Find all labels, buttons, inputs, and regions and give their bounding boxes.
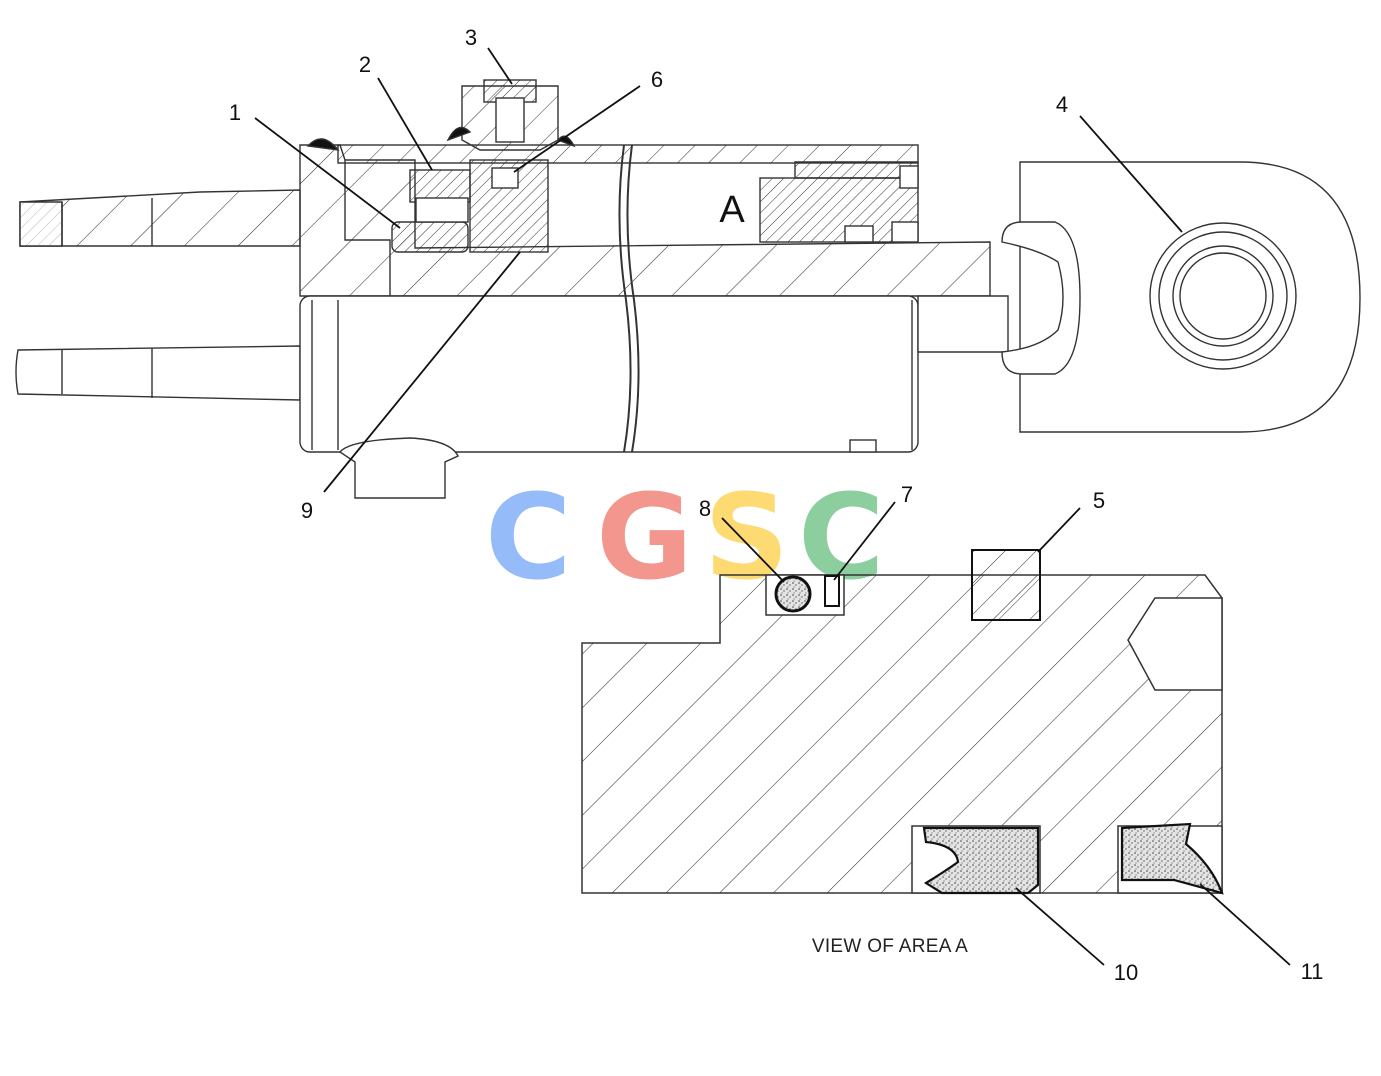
- cylinder-assembly: [15, 79, 991, 499]
- rod-eye: [917, 161, 1361, 433]
- seal-11: [1120, 822, 1224, 895]
- cylinder-barrel: [299, 295, 919, 453]
- callout-7: 7: [901, 482, 913, 507]
- gland-nut: [469, 159, 549, 253]
- o-ring-8: [774, 575, 812, 613]
- detail-body: [581, 574, 1223, 894]
- callout-10: 10: [1114, 960, 1138, 985]
- callout-numbers: 1 2 3 4 5 6 7 8 9 10 11: [229, 25, 1324, 985]
- callout-3: 3: [465, 25, 477, 50]
- detail-view-a: [581, 549, 1224, 895]
- watermark-letter-g: G: [596, 468, 693, 606]
- watermark-letter-c1: C: [485, 468, 572, 606]
- backup-ring-7: [824, 575, 840, 607]
- callout-4: 4: [1056, 92, 1068, 117]
- callout-6: 6: [651, 67, 663, 92]
- wear-ring-5: [971, 549, 1041, 621]
- callout-1: 1: [229, 100, 241, 125]
- callout-5: 5: [1093, 488, 1105, 513]
- callout-2: 2: [359, 52, 371, 77]
- tube-wall: [337, 144, 919, 164]
- leader-lines: [254, 47, 1291, 966]
- seal-10: [922, 826, 1040, 895]
- callout-11: 11: [1301, 959, 1324, 984]
- head-clevis: [15, 189, 301, 401]
- area-a-label: A: [719, 189, 745, 231]
- detail-caption: VIEW OF AREA A: [812, 936, 968, 957]
- callout-8: 8: [699, 496, 711, 521]
- callout-9: 9: [301, 498, 313, 523]
